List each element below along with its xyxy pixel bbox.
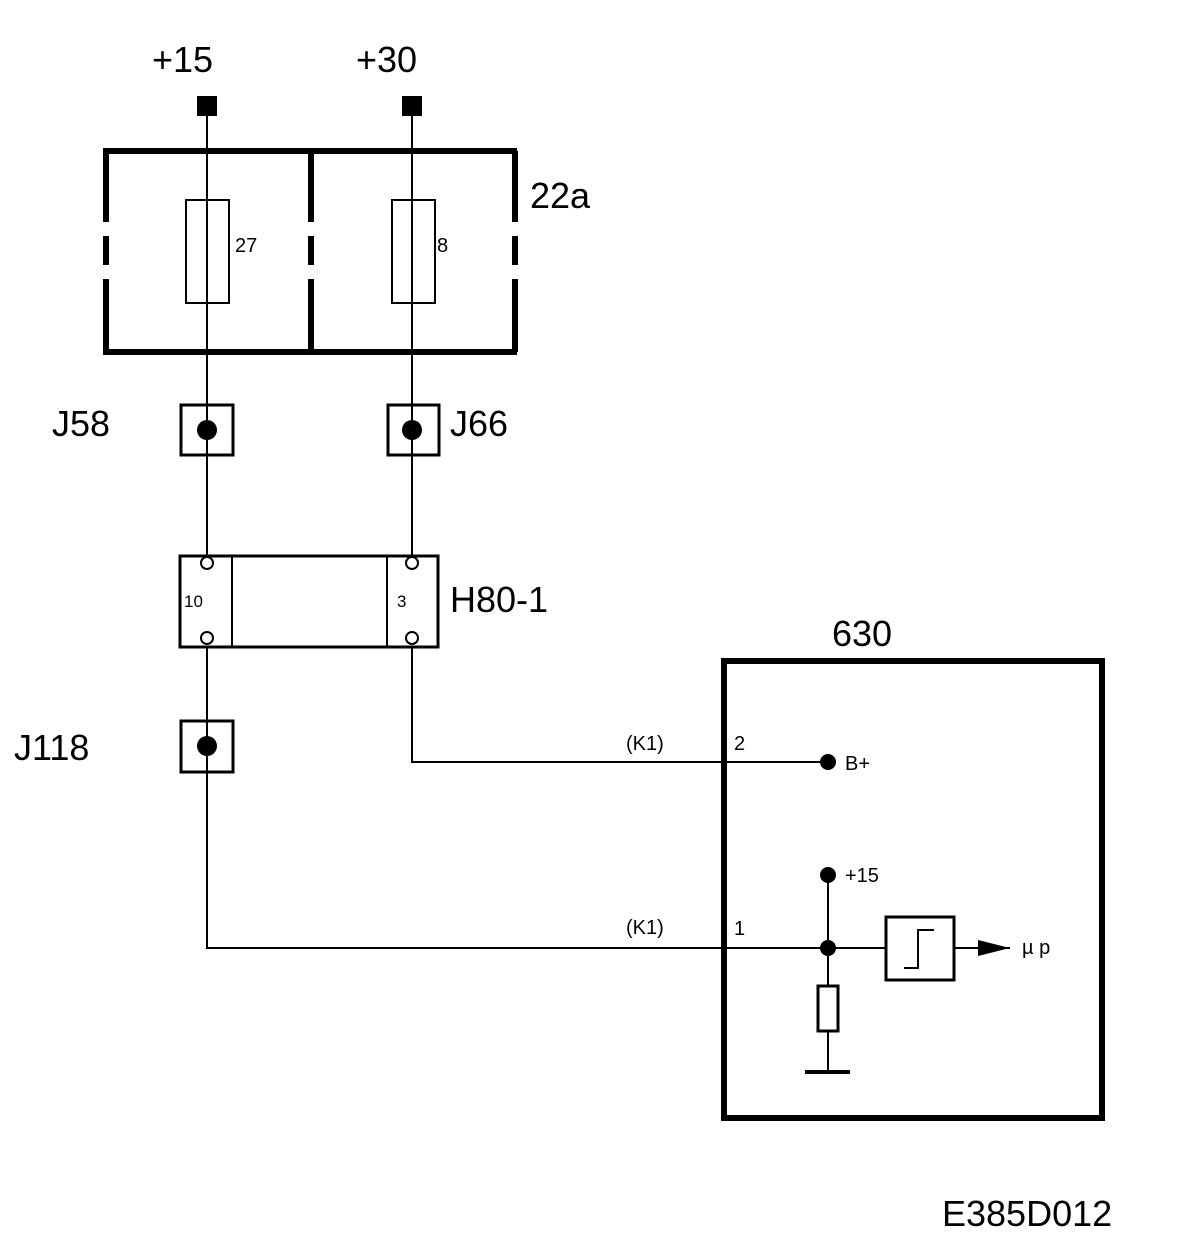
wire-label-k1-top: (K1) xyxy=(626,733,664,755)
splice-label-j66: J66 xyxy=(450,403,508,444)
fuse-number-8: 8 xyxy=(437,235,448,257)
wire-label-k1-bottom: (K1) xyxy=(626,917,664,939)
connector-pin-label-3: 3 xyxy=(397,592,406,611)
supply-label-plus30: +30 xyxy=(356,39,417,80)
connector-pin-label-10: 10 xyxy=(184,592,203,611)
supply-label-plus15: +15 xyxy=(152,39,213,80)
module-pin-2: 2 xyxy=(734,733,745,755)
splice-label-j58: J58 xyxy=(52,403,110,444)
connector-pin-10-bottom xyxy=(200,631,214,645)
fuse-8 xyxy=(391,199,436,304)
connector-pin-3-bottom xyxy=(405,631,419,645)
fuse-box-22a xyxy=(103,148,518,355)
drawing-code: E385D012 xyxy=(942,1193,1112,1234)
label-b-plus: B+ xyxy=(845,753,870,775)
wire-k1-pin2 xyxy=(411,644,828,763)
terminal-plus30 xyxy=(402,96,422,116)
label-microprocessor: µ p xyxy=(1022,937,1050,959)
wire-k1-pin1 xyxy=(206,644,828,949)
fuse-box-label: 22a xyxy=(530,175,591,216)
label-plus15-internal: +15 xyxy=(845,865,879,887)
connector-label: H80-1 xyxy=(450,579,548,620)
pull-down-resistor xyxy=(816,984,840,1033)
module-630-box xyxy=(721,658,1105,1121)
node-b-plus xyxy=(820,754,836,770)
terminal-plus15 xyxy=(197,96,217,116)
connector-pin-10-top xyxy=(200,556,214,570)
input-circuit xyxy=(805,875,980,1074)
fuse-number-27: 27 xyxy=(235,235,257,257)
schmitt-trigger xyxy=(884,915,956,982)
splice-label-j118: J118 xyxy=(14,727,89,768)
junction-node xyxy=(820,940,836,956)
connector-pin-3-top xyxy=(405,556,419,570)
connector-h80-1 xyxy=(178,554,440,649)
module-label: 630 xyxy=(832,613,892,654)
splice-j66 xyxy=(386,403,441,457)
node-plus15-internal xyxy=(820,867,836,883)
module-pin-1: 1 xyxy=(734,918,745,940)
